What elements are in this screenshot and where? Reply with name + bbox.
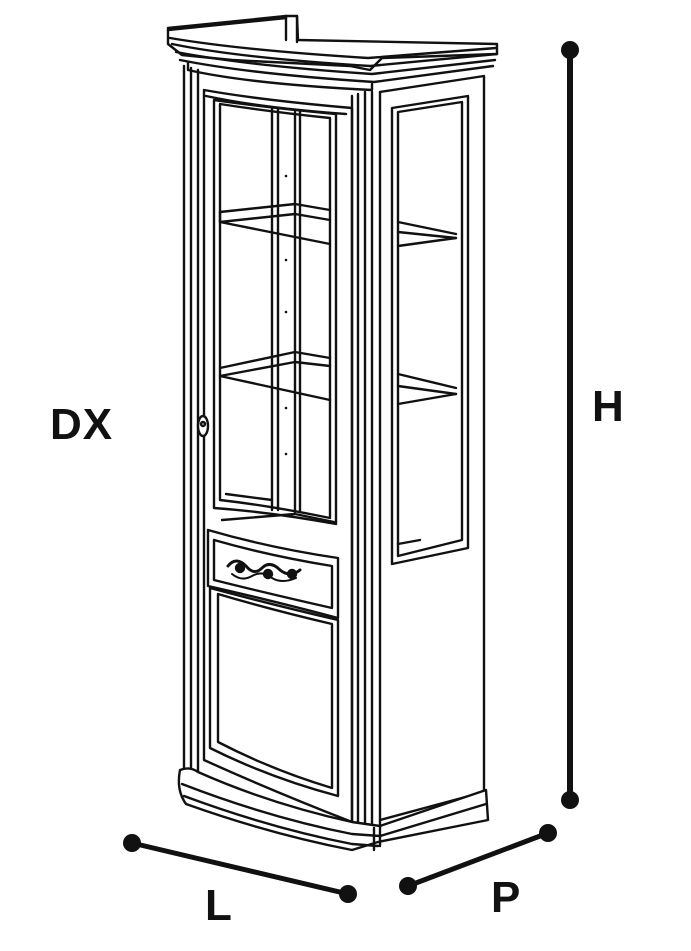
corner-pilaster xyxy=(350,90,382,828)
depth-label: P xyxy=(491,873,521,922)
front-left-stile xyxy=(182,64,200,792)
dimension-height xyxy=(561,41,579,809)
dimension-length xyxy=(123,834,357,903)
carved-rail xyxy=(206,528,340,620)
length-label: L xyxy=(205,881,232,930)
front-glass-door xyxy=(196,88,354,824)
crown-molding xyxy=(166,14,499,92)
side-panel xyxy=(378,74,486,822)
lower-panel xyxy=(208,586,340,798)
plinth-base xyxy=(177,767,490,852)
side-orientation-label: DX xyxy=(50,400,114,449)
height-label: H xyxy=(592,382,624,431)
dimension-depth xyxy=(399,824,557,895)
